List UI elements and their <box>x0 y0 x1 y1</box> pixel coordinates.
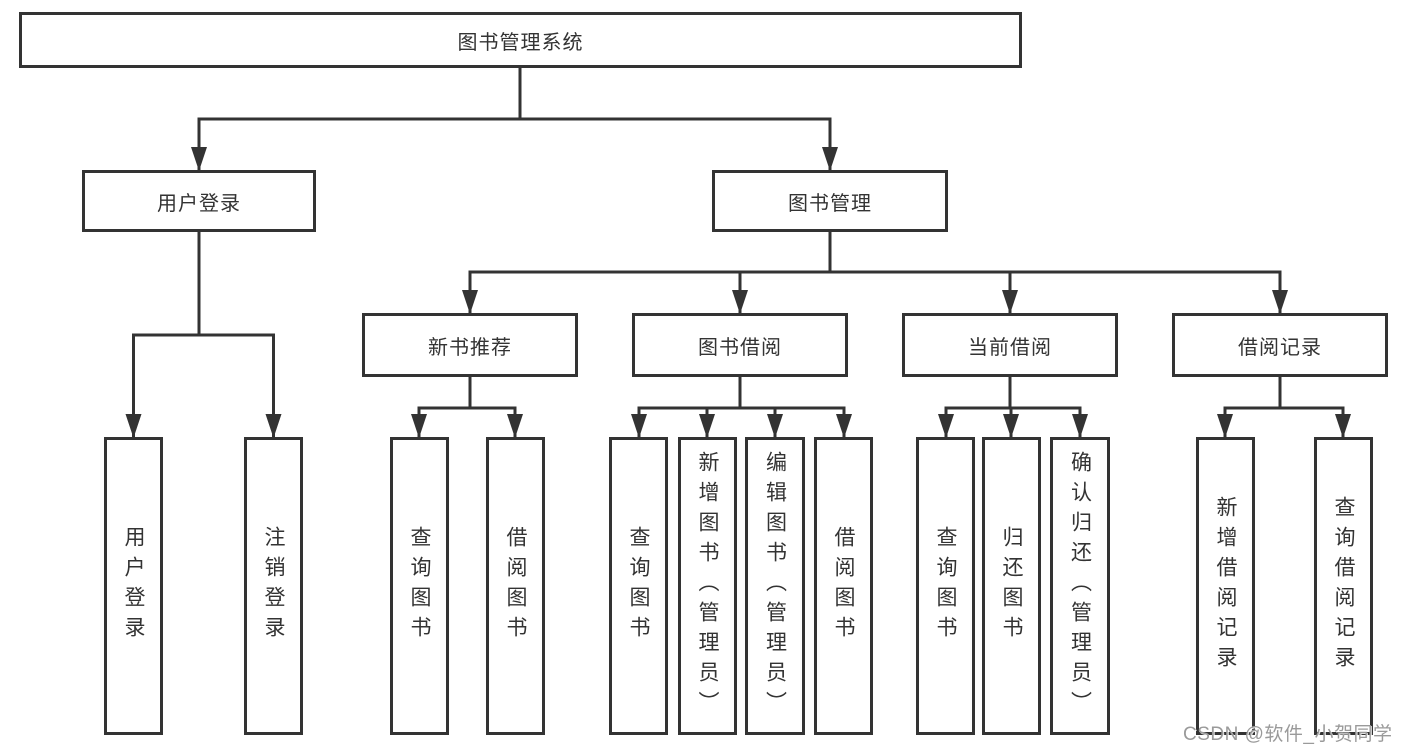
connectors-root <box>191 68 838 171</box>
leaf-query-books-1: 查询图书 <box>390 437 449 735</box>
leaf-query-books-2: 查询图书 <box>609 437 668 735</box>
leaf-add-book-admin: 新增图书（管理员） <box>678 437 737 735</box>
node-borrowing-records: 借阅记录 <box>1172 313 1388 377</box>
connectors-book-borrowing <box>631 377 852 438</box>
connectors-borrowing-records <box>1217 377 1351 438</box>
leaf-user-login: 用户登录 <box>104 437 163 735</box>
leaf-return-books: 归还图书 <box>982 437 1041 735</box>
node-root: 图书管理系统 <box>19 12 1022 68</box>
leaf-logout: 注销登录 <box>244 437 303 735</box>
node-book-borrowing: 图书借阅 <box>632 313 848 377</box>
leaf-borrow-books-1: 借阅图书 <box>486 437 545 735</box>
node-new-book-recommend: 新书推荐 <box>362 313 578 377</box>
leaf-borrow-books-2: 借阅图书 <box>814 437 873 735</box>
node-book-management: 图书管理 <box>712 170 948 232</box>
leaf-edit-book-admin: 编辑图书（管理员） <box>745 437 805 735</box>
connectors-current-borrowing <box>938 377 1088 438</box>
leaf-query-books-3: 查询图书 <box>916 437 975 735</box>
node-user-login: 用户登录 <box>82 170 316 232</box>
leaf-query-borrow-record: 查询借阅记录 <box>1314 437 1373 735</box>
connectors-user-login <box>125 232 282 438</box>
leaf-confirm-return-admin: 确认归还（管理员） <box>1050 437 1110 735</box>
connectors-book-management <box>462 232 1288 314</box>
node-current-borrowing: 当前借阅 <box>902 313 1118 377</box>
watermark: CSDN @软件_小贺同学 <box>1183 724 1393 745</box>
leaf-add-borrow-record: 新增借阅记录 <box>1196 437 1255 735</box>
connectors-new-book <box>411 377 523 438</box>
